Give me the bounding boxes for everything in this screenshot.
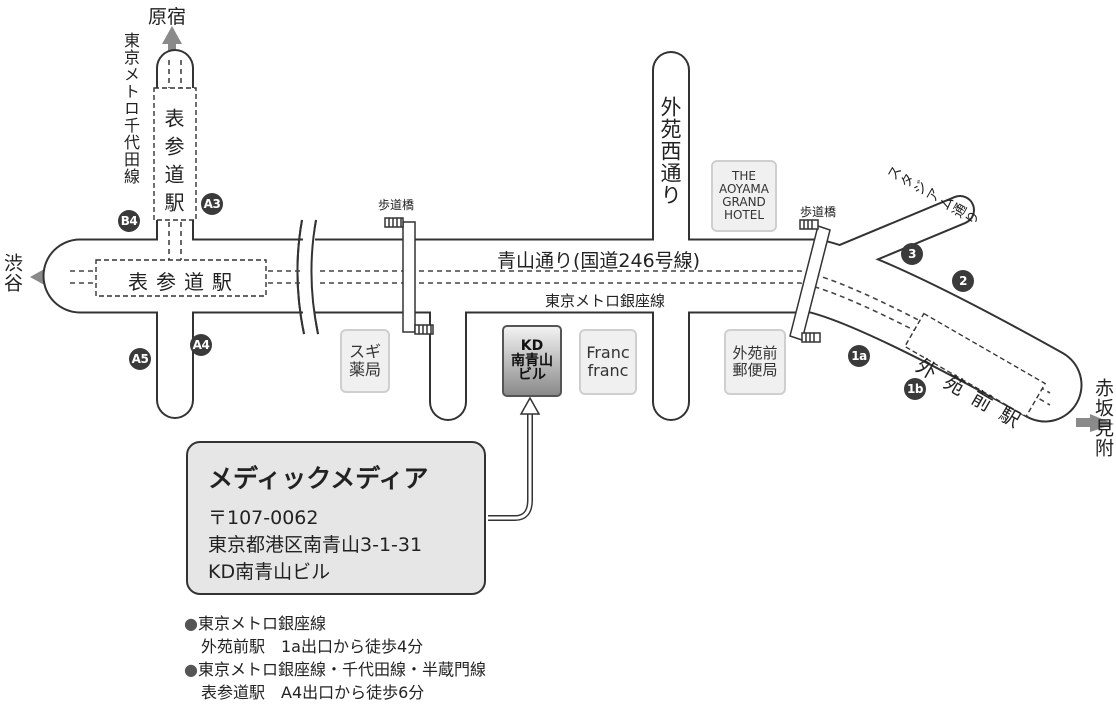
rail-chiyoda-line: 東京メトロ千代田線 — [121, 32, 140, 185]
building-sugi-line2: 薬局 — [348, 360, 381, 379]
building-aoyama-grand-hotel: THE AOYAMA GRAND HOTEL — [711, 160, 777, 232]
pointer-arrowhead-icon — [519, 396, 541, 415]
building-francfranc-line1: Franc — [586, 342, 630, 362]
building-kd-line3: ビル — [518, 367, 546, 384]
access-detail: 表参道駅 A4出口から徒歩6分 — [201, 683, 425, 702]
rail-ginza-line: 東京メトロ銀座線 — [545, 292, 666, 310]
access-line: 東京メトロ銀座線 — [197, 614, 326, 633]
direction-akasaka-mitsuke: 赤坂見附 — [1092, 378, 1114, 458]
omotesando-station-horizontal-box — [95, 259, 267, 297]
exit-a5-badge: A5 — [129, 348, 151, 370]
building-sugi-line1: スギ — [348, 341, 381, 361]
exit-a4-badge: A4 — [190, 334, 212, 356]
access-detail: 外苑前駅 1a出口から徒歩4分 — [201, 637, 424, 656]
company-building: KD南青山ビル — [208, 561, 331, 583]
building-kd-line2: 南青山 — [511, 352, 553, 369]
company-postal-code: 〒107-0062 — [208, 507, 319, 529]
building-hotel-line4: HOTEL — [723, 208, 765, 223]
building-kd-line1: KD — [520, 337, 544, 354]
exit-1b-badge: 1b — [904, 378, 926, 400]
building-hotel-line1: THE — [732, 168, 756, 183]
exit-3-badge: 3 — [901, 243, 923, 265]
company-address: 東京都港区南青山3-1-31 — [208, 534, 423, 556]
building-post-office: 外苑前 郵便局 — [724, 329, 786, 395]
access-line: 東京メトロ銀座線・千代田線・半蔵門線 — [197, 660, 486, 679]
arrow-harajuku-icon — [162, 26, 182, 44]
footbridge-2 — [789, 219, 831, 343]
pointer-line — [488, 412, 533, 521]
direction-shibuya: 渋谷 — [1, 253, 23, 293]
bullet-icon: ● — [184, 660, 198, 679]
access-notes: ●東京メトロ銀座線 外苑前駅 1a出口から徒歩4分 ●東京メトロ銀座線・千代田線… — [184, 612, 486, 704]
exit-2-badge: 2 — [952, 270, 974, 292]
station-omotesando-horizontal: 表参道駅 — [128, 270, 240, 294]
company-name: メディックメディア — [208, 464, 429, 493]
direction-harajuku: 原宿 — [148, 6, 187, 28]
building-kd-minami-aoyama: KD 南青山 ビル — [502, 325, 562, 397]
access-item: ●東京メトロ銀座線・千代田線・半蔵門線 — [184, 658, 486, 681]
exit-b4-badge: B4 — [118, 210, 140, 232]
footbridge-label-2: 歩道橋 — [800, 205, 837, 219]
exit-1a-badge: 1a — [848, 345, 870, 367]
building-hotel-line2: AOYAMA — [719, 181, 769, 196]
building-post-line1: 外苑前 — [732, 343, 778, 362]
street-aoyama-dori: 青山通り(国道246号線) — [497, 250, 701, 272]
building-francfranc: Franc franc — [579, 329, 637, 395]
footbridge-label-1: 歩道橋 — [378, 198, 415, 212]
arrow-akasaka-icon — [1090, 414, 1114, 432]
omotesando-station-vertical-box — [153, 87, 197, 221]
access-item: ●東京メトロ銀座線 — [184, 612, 486, 635]
building-hotel-line3: GRAND — [722, 195, 766, 209]
company-address-card: メディックメディア 〒107-0062 東京都港区南青山3-1-31 KD南青山… — [186, 441, 486, 595]
exit-a3-badge: A3 — [201, 193, 223, 215]
footbridge-1 — [384, 217, 434, 335]
street-gaien-nishi-dori: 外苑西通り — [658, 96, 682, 206]
building-francfranc-line2: franc — [587, 361, 629, 380]
gaienmae-station-box — [903, 312, 1047, 418]
building-sugi-pharmacy: スギ 薬局 — [340, 329, 390, 393]
station-omotesando-vertical: 表参道駅 — [161, 108, 185, 220]
building-post-line2: 郵便局 — [732, 361, 778, 379]
bullet-icon: ● — [184, 614, 198, 633]
